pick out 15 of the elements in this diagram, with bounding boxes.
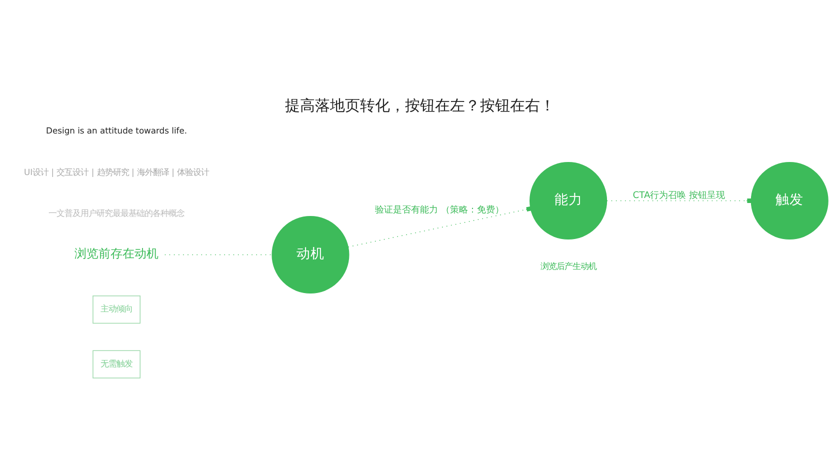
node-box: 主动倾向 bbox=[92, 294, 140, 324]
label: Design is an attitude towards life. bbox=[46, 125, 188, 136]
edge-label: 验证是否有能力 （策略：免费） bbox=[374, 205, 504, 216]
label: 浏览后产生动机 bbox=[540, 260, 596, 271]
connector bbox=[348, 206, 532, 247]
node-text: 浏览前存在动机 bbox=[74, 246, 159, 260]
edge-label: CTA行为召唤 按钮呈现 bbox=[632, 190, 726, 201]
node-circle: 能力 bbox=[530, 161, 608, 240]
label: UI设计 | 交互设计 | 趋势研究 | 海外翻译 | 体验设计 bbox=[24, 166, 210, 176]
label: 一文普及用户研究最最基础的各种概念 bbox=[48, 207, 185, 218]
diagram-title: 提高落地页转化，按钮在左？按钮在右！ bbox=[285, 96, 555, 114]
node-circle: 触发 bbox=[750, 161, 828, 240]
node-box: 无需触发 bbox=[92, 350, 140, 378]
connector bbox=[164, 254, 272, 255]
node-circle: 动机 bbox=[272, 215, 350, 294]
